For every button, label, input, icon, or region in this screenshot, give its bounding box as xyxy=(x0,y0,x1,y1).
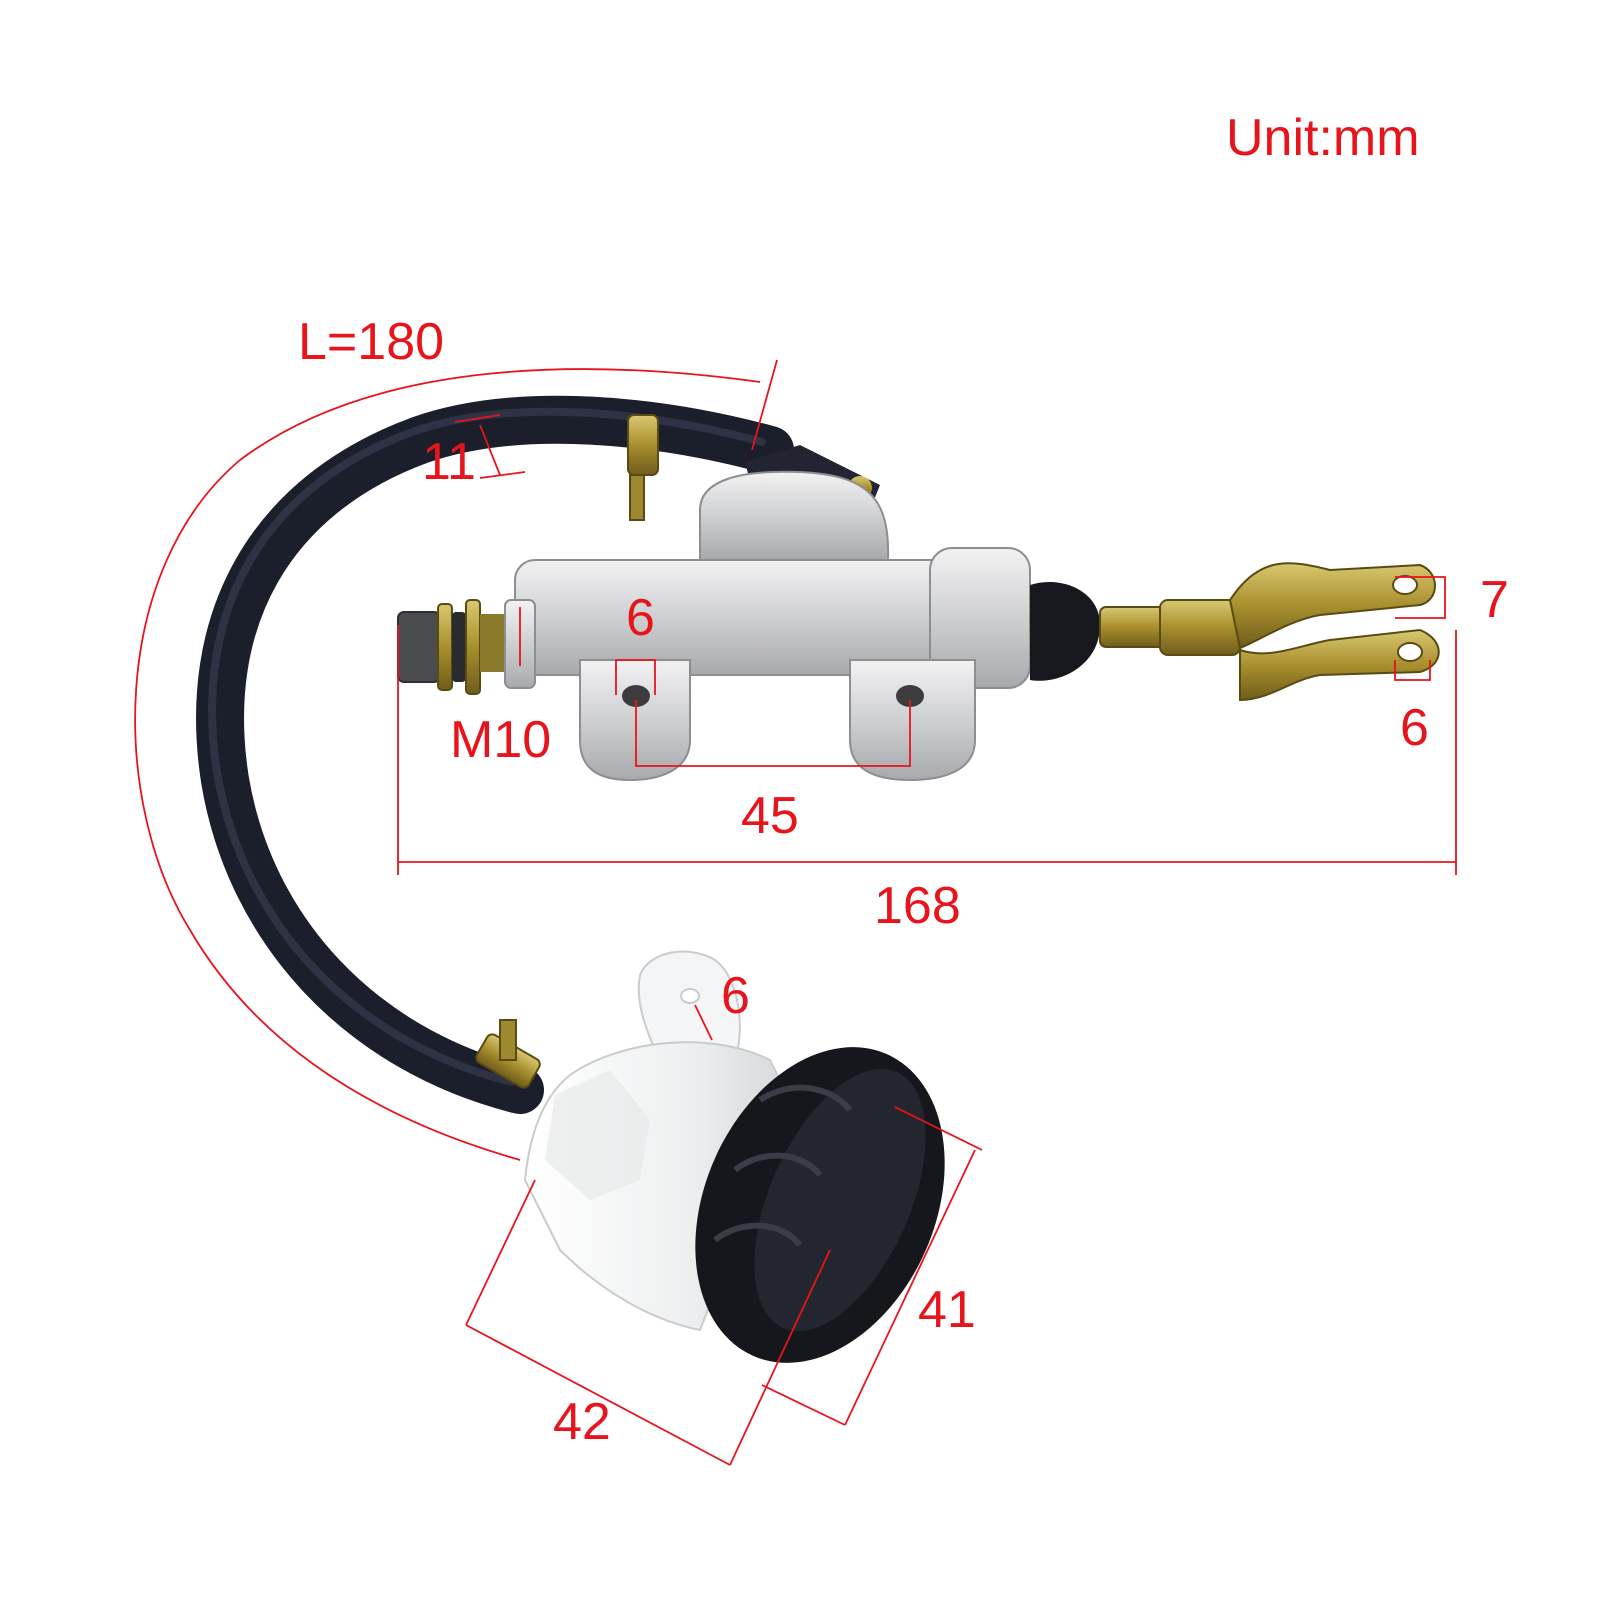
unit-label: Unit:mm xyxy=(1226,109,1420,167)
lower-hose-clamp xyxy=(475,1019,541,1089)
thread-label: M10 xyxy=(450,711,552,769)
reservoir-height-line xyxy=(465,1324,731,1466)
reservoir-tab-hole-label: 6 xyxy=(721,967,750,1025)
clevis-hole-bracket xyxy=(1394,660,1431,681)
brake-hose xyxy=(196,395,794,1114)
reservoir-cap xyxy=(695,1047,945,1363)
cylinder-body xyxy=(514,470,1031,782)
reservoir-height-label: 42 xyxy=(553,1393,611,1451)
reservoir-diameter-label: 41 xyxy=(918,1281,976,1339)
mount-spacing-label: 45 xyxy=(741,787,799,845)
mount-hole-label: 6 xyxy=(626,589,655,647)
rubber-boot xyxy=(1030,581,1100,681)
hose-diameter-label: 11 xyxy=(422,433,476,491)
clevis-slot-label: 7 xyxy=(1480,571,1509,629)
upper-hose-clamp xyxy=(627,414,659,521)
hose-length-arc xyxy=(134,368,761,1161)
cap-diameter-line xyxy=(844,1149,976,1426)
mount-spacing-bracket xyxy=(635,700,911,767)
clevis-hole-label: 6 xyxy=(1400,699,1429,757)
clevis-slot-bracket xyxy=(1395,576,1446,619)
reservoir-tab-line xyxy=(694,1004,713,1041)
banjo-bolt xyxy=(397,599,536,695)
hose-length-label: L=180 xyxy=(298,313,445,371)
dimension-lines xyxy=(134,359,1457,1466)
hose-length-tick xyxy=(751,359,778,451)
hose-diameter-line xyxy=(479,424,501,476)
push-rod-clevis xyxy=(1099,562,1440,702)
mount-hole-bracket xyxy=(615,659,656,695)
overall-length-label: 168 xyxy=(874,877,961,935)
